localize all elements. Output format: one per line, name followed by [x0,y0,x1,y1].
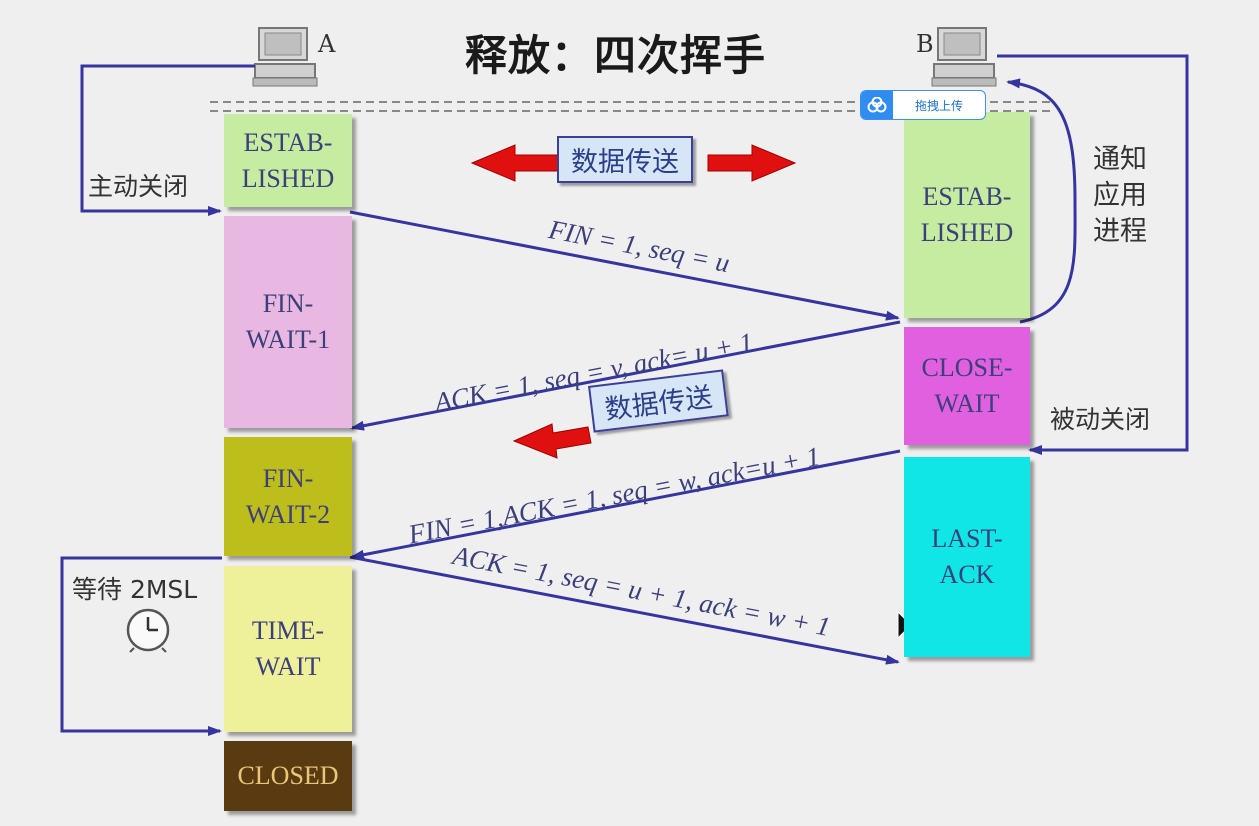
active-close-label: 主动关闭 [88,172,189,201]
state-a-fin-wait-2: FIN- WAIT-2 [224,437,352,556]
state-a-closed: CLOSED [224,741,352,811]
passive-close-label: 被动关闭 [1050,405,1151,434]
computer-icon [931,27,997,87]
notify-char: 知 [1120,144,1147,175]
host-a-label: A [318,30,336,58]
notify-char: 应 [1093,180,1120,211]
data-transfer-box-top: 数据传送 [557,136,693,183]
state-a-fin-wait-1: FIN- WAIT-1 [224,216,352,428]
wait-2msl-line [60,556,222,736]
upload-button[interactable]: 拖拽上传 [860,90,986,120]
notify-app-arrow [1006,78,1077,324]
cloud-upload-icon [861,91,893,119]
wait-2msl-label: 等待 2MSL [72,575,198,604]
fin-arrow [349,210,900,321]
ack-arrow [350,320,901,431]
passive-close-line [997,54,1189,455]
final-ack-arrow [349,555,900,665]
state-a-established: ESTAB- LISHED [224,114,352,207]
host-b-label: B [916,30,934,58]
notify-char: 程 [1120,216,1147,247]
state-b-close-wait: CLOSE- WAIT [904,327,1030,445]
page-title: 释放：四次挥手 [465,31,767,80]
computer-icon [252,27,318,87]
notify-char: 进 [1093,216,1120,247]
notify-app-label: 通知 应用 进程 [1090,142,1150,250]
notify-char: 用 [1120,180,1147,211]
data-transfer-arrow-left [512,423,592,459]
state-b-established: ESTAB- LISHED [904,112,1030,318]
notify-char: 通 [1093,144,1120,175]
fin-ack-arrow [350,449,901,560]
clock-icon [126,608,170,653]
state-b-last-ack: LAST- ACK [904,457,1030,657]
upload-button-label: 拖拽上传 [914,98,963,113]
state-a-time-wait: TIME- WAIT [224,566,352,732]
active-close-line [80,64,255,216]
